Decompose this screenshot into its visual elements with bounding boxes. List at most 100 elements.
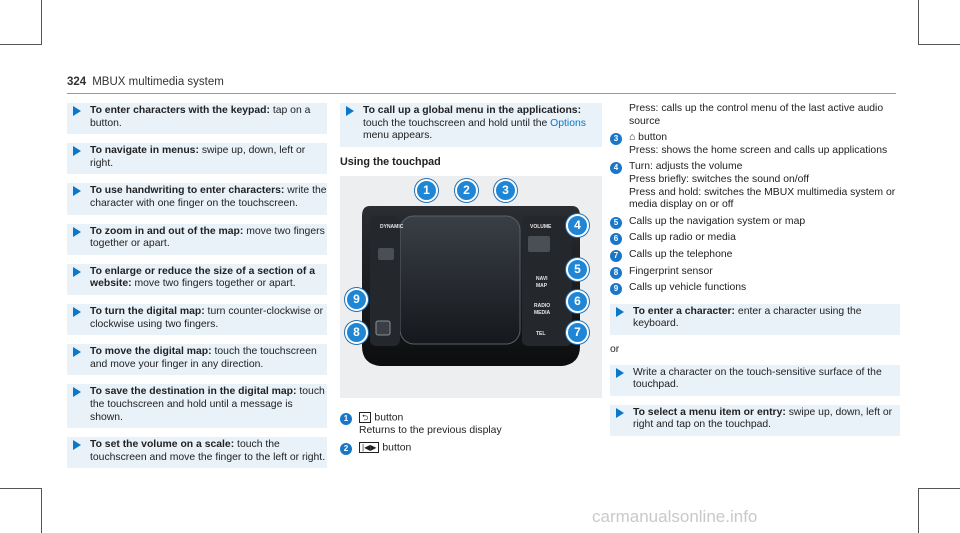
item-description: Press: shows the home screen and calls u… <box>629 144 888 156</box>
item-number: 7 <box>610 249 622 262</box>
crop-mark <box>918 488 919 533</box>
instruction-bullet: Write a character on the touch-sensitive… <box>610 364 900 396</box>
fingerprint-sensor-pad <box>375 320 391 336</box>
item-description: Returns to the previous display <box>359 425 502 437</box>
item-number: 1 <box>340 413 352 426</box>
item-description: Press: calls up the control menu of the … <box>629 103 884 127</box>
callout-5: 5 <box>566 258 589 282</box>
crop-mark <box>41 0 42 45</box>
instruction-text: turn counter-clockwise or clockwise usin… <box>90 305 324 330</box>
options-menu-link[interactable]: Options <box>550 117 586 129</box>
instruction-bullet: To use handwriting to enter characters: … <box>67 183 327 215</box>
navi-label: NAVI <box>536 276 548 283</box>
instruction-text: touch the touchscreen and hold until a m… <box>90 386 325 423</box>
instruction-term: To call up a global menu in the applicat… <box>363 105 582 116</box>
legend-item: 7 Calls up the telephone <box>610 249 900 262</box>
item-number: 2 <box>340 442 352 455</box>
item-label: button <box>374 412 404 424</box>
item-number: 5 <box>610 216 622 229</box>
column-2: To call up a global menu in the applicat… <box>340 103 602 459</box>
crop-mark <box>918 0 919 45</box>
instruction-bullet: To turn the digital map: turn counter-cl… <box>67 303 327 336</box>
instruction-term: To zoom in and out of the map: <box>90 225 244 237</box>
legend-item: 8 Fingerprint sensor <box>610 266 900 279</box>
item-description: Turn: adjusts the volume <box>629 161 743 173</box>
watermark: carmanualsonline.info <box>592 507 758 526</box>
instruction-bullet: To enlarge or reduce the size of a secti… <box>67 263 327 295</box>
callout-1: 1 <box>415 179 438 203</box>
arrow-icon <box>73 226 81 237</box>
crop-mark <box>41 488 42 533</box>
instruction-text: write the character with one finger on t… <box>90 185 327 209</box>
legend-item: 9 Calls up vehicle functions <box>610 282 900 296</box>
media-label: MEDIA <box>534 310 551 317</box>
arrow-icon <box>616 306 624 317</box>
instruction-term: To use handwriting to enter characters: <box>90 185 285 197</box>
legend-item: 5 Calls up the navigation system or map <box>610 216 900 229</box>
header-rule <box>67 93 896 94</box>
callout-6: 6 <box>566 290 589 314</box>
item-number: 9 <box>610 283 622 296</box>
dynamic-label: DYNAMIC <box>380 224 404 231</box>
instruction-term: To move the digital map: <box>90 346 212 358</box>
item-description: Calls up the navigation system or map <box>629 215 806 227</box>
map-label: MAP <box>536 283 548 290</box>
instruction-text: touch the touchscreen and move the finge… <box>90 439 326 463</box>
callout-3: 3 <box>494 179 517 203</box>
arrow-icon <box>616 367 624 378</box>
item-number: 6 <box>610 233 622 246</box>
instruction-bullet: To save the destination in the digital m… <box>67 384 327 429</box>
page-number: 324 <box>67 76 87 88</box>
item-description: Calls up vehicle functions <box>629 282 747 294</box>
home-button-label: ⌂ button <box>629 132 668 144</box>
instruction-term: To navigate in menus: <box>90 145 199 157</box>
arrow-icon <box>73 387 81 398</box>
arrow-icon <box>73 347 81 358</box>
instruction-term: To set the volume on a scale: <box>90 439 235 451</box>
instruction-text: swipe up, down, left or right and tap on… <box>633 406 893 431</box>
tel-label: TEL <box>536 331 546 338</box>
instruction-bullet: To zoom in and out of the map: move two … <box>67 223 327 255</box>
legend-item: 2 |◀▶button <box>340 441 602 455</box>
callout-8: 8 <box>345 321 368 345</box>
instruction-text: tap on a button. <box>90 105 311 129</box>
instruction-text: menu appears. <box>363 130 433 142</box>
dynamic-switch-pad <box>378 248 394 261</box>
volume-knob-pad <box>528 236 550 253</box>
item-description: Press briefly: switches the sound on/off <box>629 173 810 185</box>
instruction-text: move two fingers together or apart. <box>90 225 325 250</box>
instruction-bullet: To enter characters with the keypad: tap… <box>67 103 327 135</box>
touch-surface <box>399 215 521 345</box>
arrow-icon <box>73 306 81 317</box>
touchpad-drawing <box>362 206 580 367</box>
instruction-text: move two fingers together or apart. <box>131 278 296 290</box>
volume-label: VOLUME <box>530 224 552 231</box>
arrow-icon <box>616 407 624 418</box>
column-3: Press: calls up the control menu of the … <box>610 103 900 445</box>
instruction-term: To save the destination in the digital m… <box>90 386 297 398</box>
arrow-icon <box>73 146 81 157</box>
arrow-icon <box>346 106 354 116</box>
callout-4: 4 <box>566 214 589 238</box>
touchpad-illustration: DYNAMIC VOLUME NAVI MAP RADIO MEDIA TEL … <box>340 176 602 399</box>
instruction-text: touch the touchscreen and move your fing… <box>90 346 317 370</box>
instruction-bullet: To navigate in menus: swipe up, down, le… <box>67 143 327 175</box>
instruction-text: Write a character on the touch-sensitive… <box>633 366 882 391</box>
legend-item: 6 Calls up radio or media <box>610 232 900 246</box>
legend-item: 3 ⌂ button Press: shows the home screen … <box>610 132 900 157</box>
legend-item: 4 Turn: adjusts the volume Press briefly… <box>610 161 900 211</box>
crop-mark <box>0 488 42 489</box>
instruction-bullet: To move the digital map: touch the touch… <box>67 344 327 376</box>
instruction-bullet: To select a menu item or entry: swipe up… <box>610 404 900 436</box>
item-description: Calls up the telephone <box>629 248 733 260</box>
section-heading: Using the touchpad <box>340 155 441 168</box>
item-label: button <box>382 442 412 454</box>
item-description: Fingerprint sensor <box>629 265 713 277</box>
instruction-term: To enlarge or reduce the size of a secti… <box>90 265 315 290</box>
crop-mark <box>918 488 960 489</box>
instruction-text: enter a character using the keyboard. <box>633 305 862 330</box>
back-arrow-icon: ⮌ <box>359 412 372 424</box>
item-description: Calls up radio or media <box>629 232 736 244</box>
callout-2: 2 <box>455 179 478 203</box>
